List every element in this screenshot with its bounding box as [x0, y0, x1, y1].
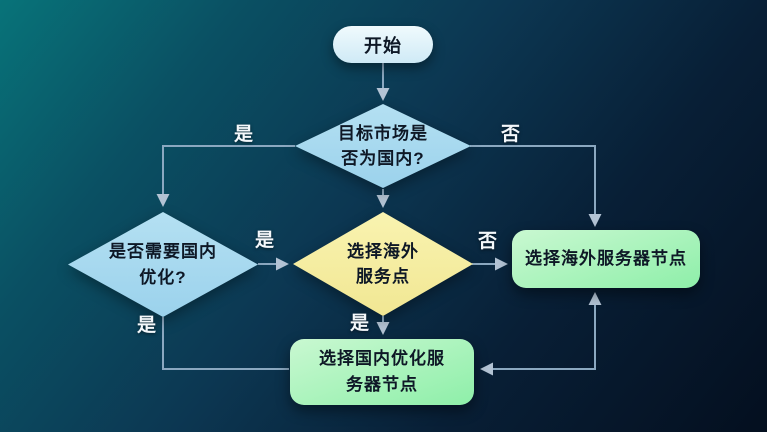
- edge-market-no-to-overseas-server: [470, 145, 602, 227]
- edge-market-yes-to-optimize: [156, 145, 295, 207]
- optimize-decision-shape: 是否需要国内 优化?: [68, 212, 258, 317]
- edge-domestic-overseas-link: [480, 292, 602, 376]
- node-optimize-decision: 是否需要国内 优化?: [68, 212, 258, 317]
- edge-label-market-yes: 是: [234, 124, 254, 145]
- node-overseas-point-decision: 选择海外 服务点: [293, 212, 473, 316]
- node-start: 开始: [333, 26, 433, 63]
- edge-label-optimize-yes-down: 是: [137, 315, 157, 336]
- edge-label-overseas-point-no: 否: [478, 231, 498, 252]
- edge-label-overseas-point-yes-down: 是: [350, 313, 370, 334]
- market-decision-shape: 目标市场是 否为国内?: [295, 104, 471, 188]
- edge-label-optimize-yes: 是: [255, 230, 275, 251]
- node-start-label: 开始: [364, 35, 402, 56]
- node-domestic-server: 选择国内优化服 务器节点: [290, 339, 474, 405]
- overseas-point-decision-shape: 选择海外 服务点: [293, 212, 473, 316]
- node-market-decision: 目标市场是 否为国内?: [295, 104, 471, 188]
- edge-optimize-yes-to-domestic-server: [162, 317, 289, 370]
- edge-label-market-no: 否: [501, 124, 521, 145]
- node-overseas-server: 选择海外服务器节点: [512, 230, 700, 288]
